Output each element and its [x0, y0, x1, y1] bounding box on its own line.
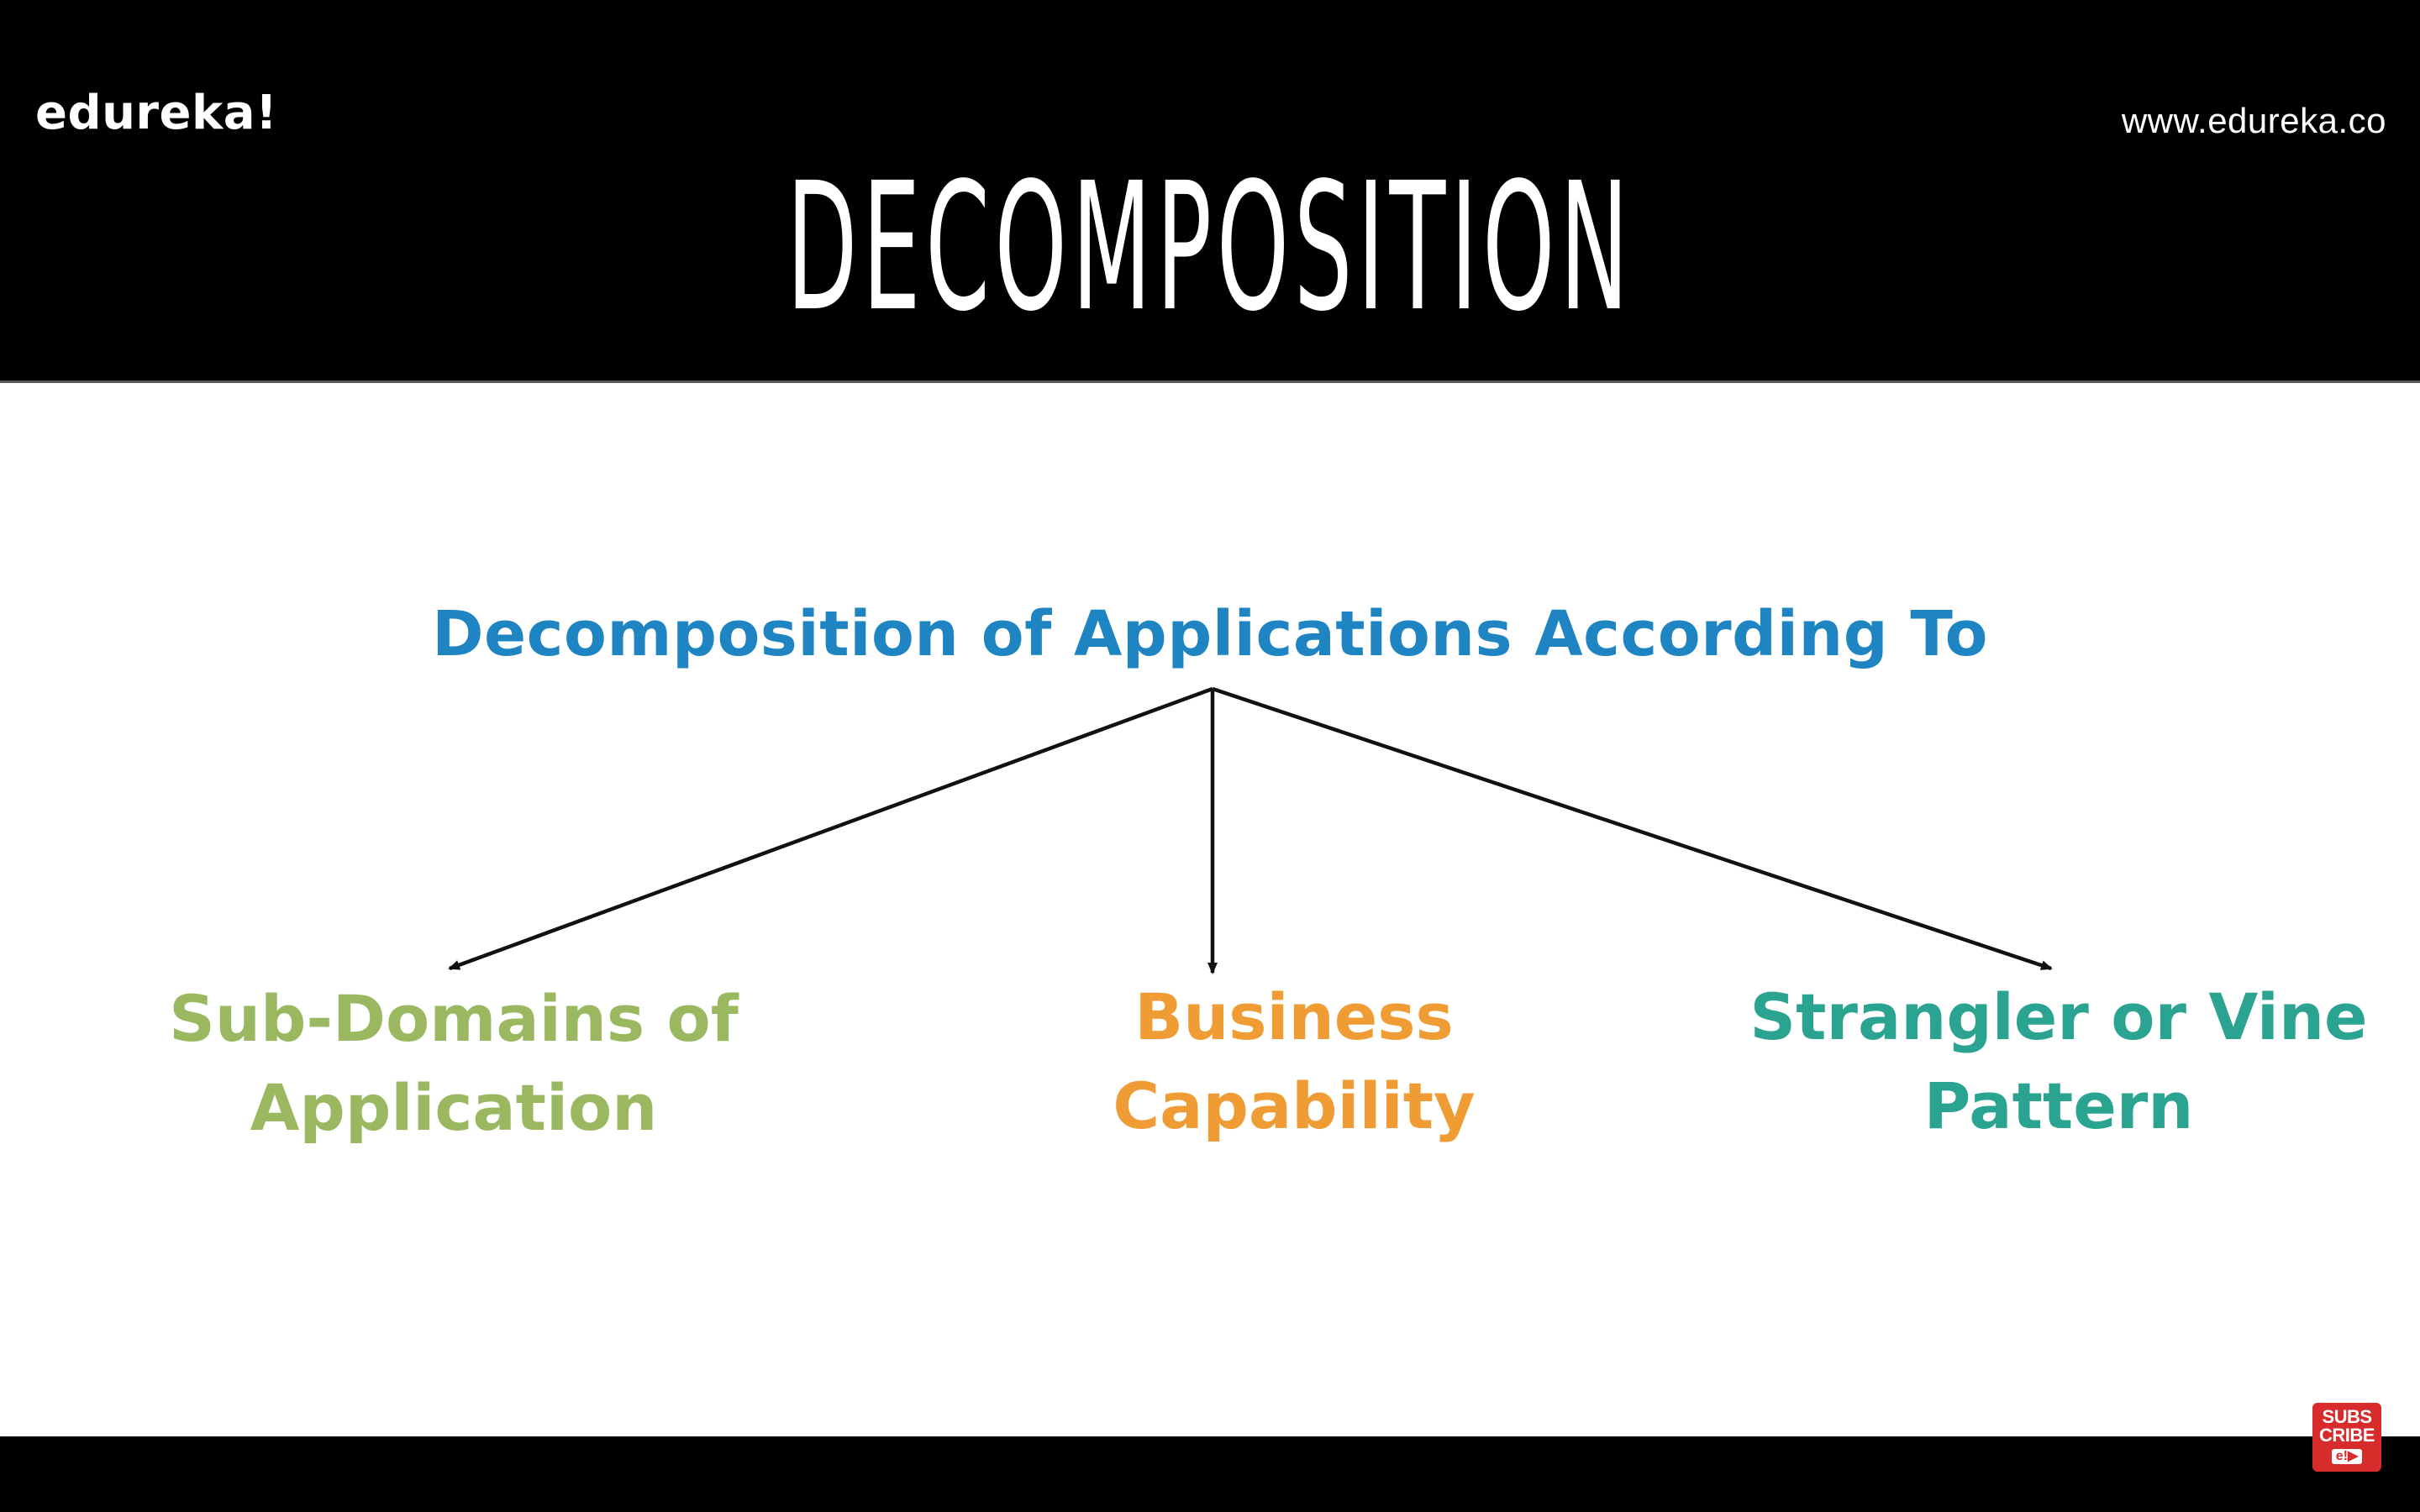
branch-strangler-pattern: Strangler or Vine Pattern: [1731, 973, 2386, 1151]
branch-sub-domains: Sub-Domains of Application: [126, 974, 781, 1152]
site-url: www.edureka.co: [2121, 101, 2386, 140]
branch-business-capability-line2: Capability: [1113, 1068, 1476, 1143]
subscribe-button[interactable]: SUBS CRIBE e!▶: [2312, 1403, 2381, 1472]
connector-arrow-left: [448, 686, 1213, 971]
brand-logo: edureka!: [35, 86, 278, 140]
bottom-letterbox: [0, 1436, 2420, 1512]
slide-header: edureka! www.edureka.co DECOMPOSITION: [0, 0, 2420, 382]
branch-sub-domains-line2: Application: [250, 1070, 658, 1145]
branch-business-capability-line1: Business: [1134, 979, 1454, 1054]
branch-strangler-pattern-line2: Pattern: [1923, 1068, 2194, 1143]
branch-business-capability: Business Capability: [966, 973, 1622, 1151]
slide-title: DECOMPOSITION: [786, 144, 1634, 350]
play-icon: e!▶: [2331, 1449, 2363, 1464]
connector-arrow-right: [1212, 686, 2053, 971]
branch-sub-domains-line1: Sub-Domains of: [169, 981, 739, 1056]
subscribe-line2: CRIBE: [2319, 1425, 2375, 1446]
branch-strangler-pattern-line1: Strangler or Vine: [1749, 979, 2368, 1054]
diagram-root-label: Decomposition of Applications According …: [432, 598, 1988, 670]
subscribe-line1: SUBS: [2322, 1406, 2372, 1427]
header-divider: [0, 381, 2420, 383]
